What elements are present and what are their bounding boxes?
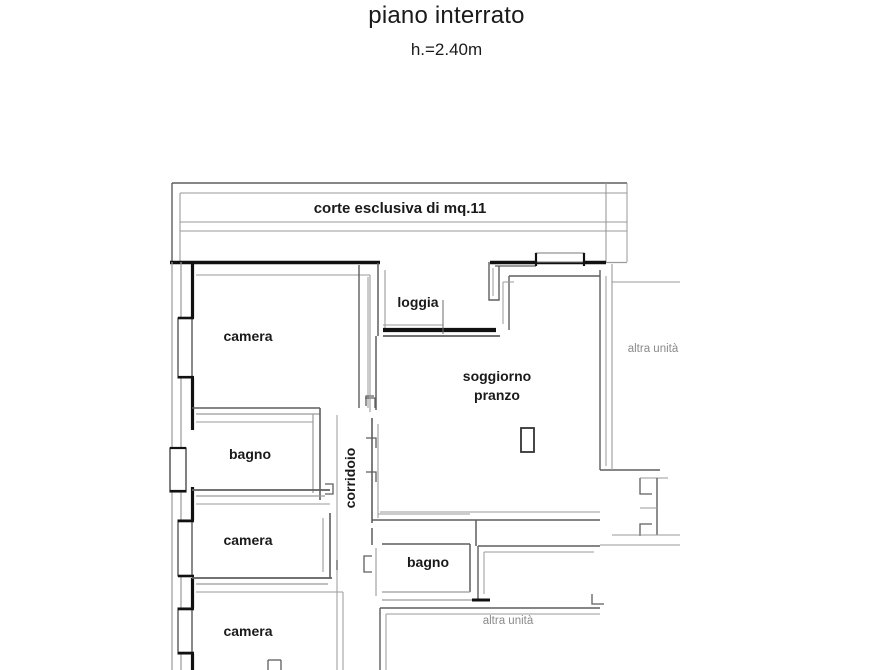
window-openings-left: [169, 316, 194, 655]
room-camera-bottom: [196, 591, 344, 670]
room-label-bagno-lower: bagno: [407, 554, 449, 570]
corridor-corridoio: [336, 395, 476, 670]
plan-geometry: corte esclusiva di mq.11 camera bagno ca…: [169, 182, 680, 670]
room-label-soggiorno: soggiorno: [463, 368, 531, 384]
room-label-loggia: loggia: [397, 294, 438, 310]
plan-labels: corte esclusiva di mq.11 camera bagno ca…: [223, 200, 678, 639]
room-bagno-left: [192, 421, 334, 497]
room-label-camera-mid: camera: [223, 532, 272, 548]
other-unit-label-right: altra unità: [628, 343, 679, 355]
room-camera-mid: [192, 503, 332, 585]
room-label-camera-bottom: camera: [223, 623, 272, 639]
room-bagno-lower: [363, 543, 471, 596]
room-label-pranzo: pranzo: [474, 387, 520, 403]
page-title: piano interrato: [368, 2, 525, 29]
courtyard-outline: [170, 182, 628, 265]
page-subtitle: h.=2.40m: [410, 40, 483, 59]
room-soggiorno-pranzo: [380, 252, 660, 546]
title-block: piano interrato h.=2.40m: [0, 0, 893, 60]
other-unit-label-bottom: altra unità: [483, 615, 534, 627]
room-loggia: [369, 263, 500, 410]
room-label-bagno-left: bagno: [229, 446, 271, 462]
courtyard-label: corte esclusiva di mq.11: [314, 200, 487, 217]
room-label-corridoio: corridoio: [342, 448, 358, 509]
other-unit-bottom-walls: [379, 545, 604, 670]
other-unit-right-walls: [600, 264, 680, 546]
room-label-camera-top: camera: [223, 328, 272, 344]
